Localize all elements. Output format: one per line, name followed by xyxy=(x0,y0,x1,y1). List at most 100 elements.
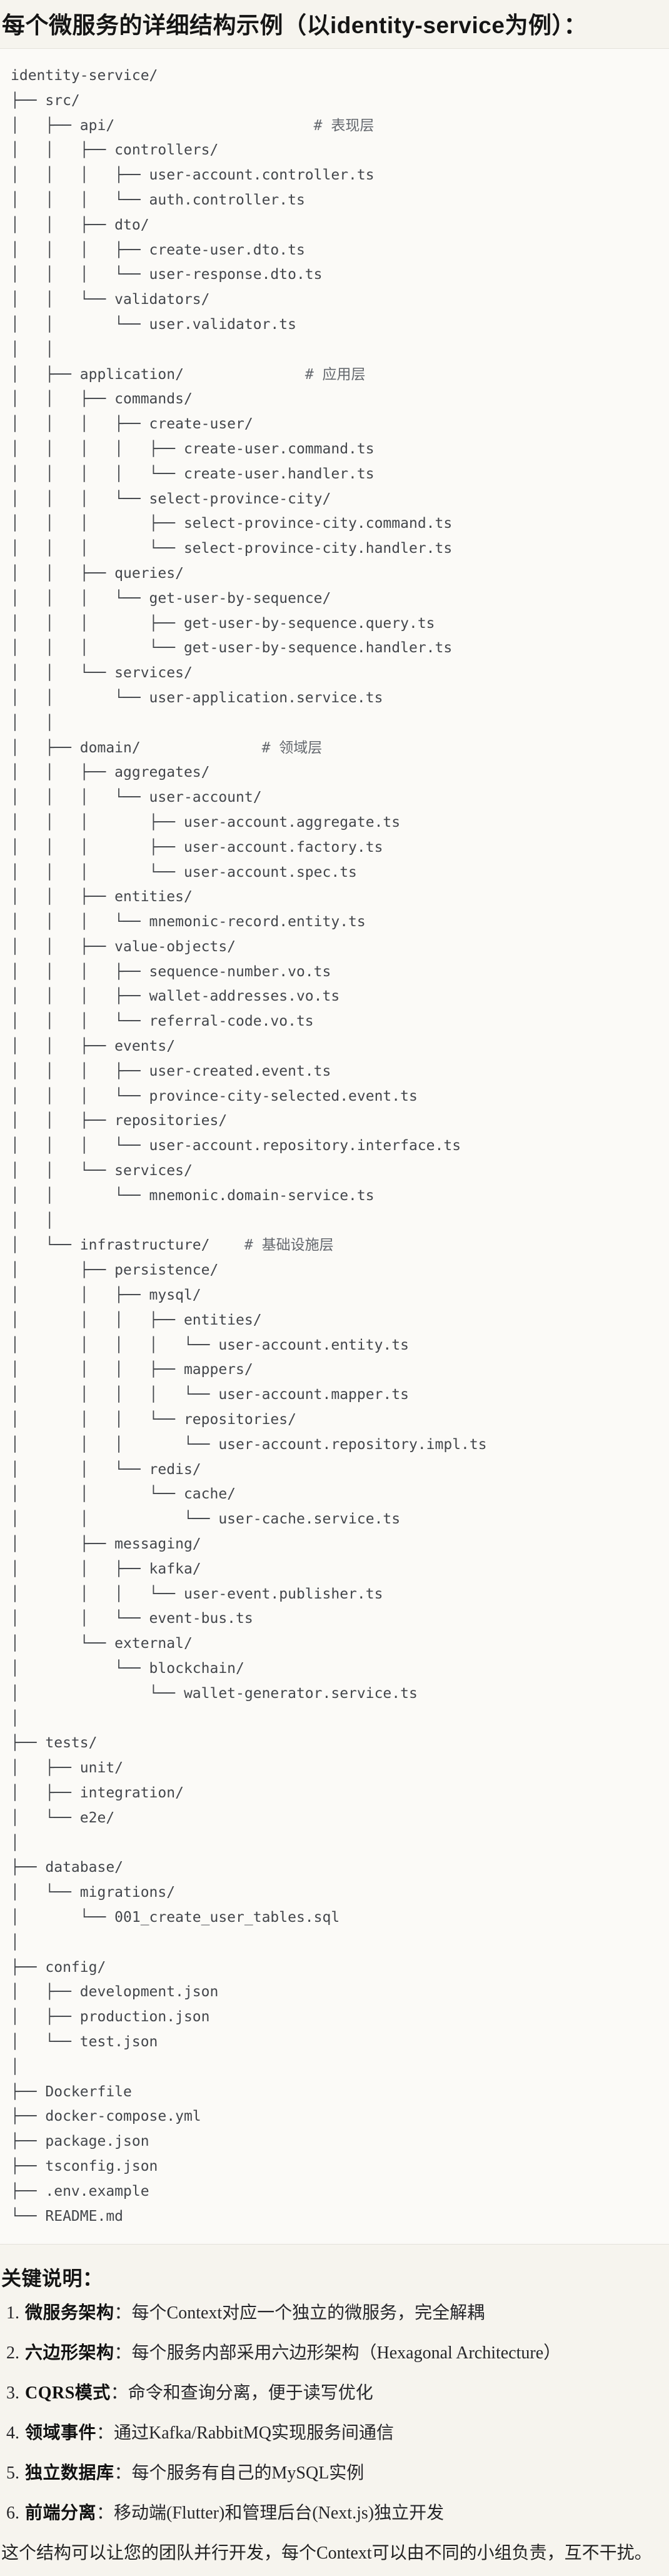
tree-line: │ │ │ └── auth.controller.ts xyxy=(11,191,305,208)
tree-line: │ │ │ └── repositories/ xyxy=(11,1412,296,1428)
tree-line: │ │ │ └── referral-code.vo.ts xyxy=(11,1013,314,1030)
tree-line: │ │ ├── entities/ xyxy=(11,889,193,906)
note-number: 1. xyxy=(6,2303,19,2323)
tree-line: │ │ │ │ └── user-account.entity.ts xyxy=(11,1336,409,1353)
tree-line: │ ├── domain/ # 领域层 xyxy=(11,739,323,756)
tree-line: │ │ │ ├── create-user/ xyxy=(11,416,253,433)
tree-line: │ │ │ ├── user-account.factory.ts xyxy=(11,839,383,856)
tree-line: ├── package.json xyxy=(11,2133,149,2150)
tree-line: │ ├── application/ # 应用层 xyxy=(11,366,366,383)
tree-line: │ │ └── cache/ xyxy=(11,1486,236,1503)
tree-line: │ │ │ ├── user-account.aggregate.ts xyxy=(11,814,401,831)
tree-line: │ │ │ │ ├── create-user.command.ts xyxy=(11,440,375,457)
tree-line: │ └── infrastructure/ # 基础设施层 xyxy=(11,1237,334,1254)
tree-line: │ │ ├── dto/ xyxy=(11,216,149,233)
note-number: 5. xyxy=(6,2463,19,2483)
tree-line: │ │ ├── value-objects/ xyxy=(11,938,236,955)
tree-line: identity-service/ xyxy=(11,68,158,84)
tree-line: │ xyxy=(11,1834,19,1851)
tree-line: │ ├── unit/ xyxy=(11,1760,124,1777)
tree-line: ├── .env.example xyxy=(11,2183,149,2200)
tree-line: ├── tests/ xyxy=(11,1735,98,1752)
tree-line: │ │ ├── aggregates/ xyxy=(11,764,210,781)
note-item: 3. CQRS模式：命令和查询分离，便于读写优化 xyxy=(6,2381,660,2406)
key-notes-section: 关键说明： 1. 微服务架构：每个Context对应一个独立的微服务，完全解耦 2… xyxy=(0,2265,669,2566)
tree-line: │ │ │ └── select-province-city/ xyxy=(11,490,331,507)
tree-line: │ │ └── services/ xyxy=(11,665,193,682)
tree-line: │ └── 001_create_user_tables.sql xyxy=(11,1909,340,1926)
note-number: 6. xyxy=(6,2503,19,2523)
tree-line: │ │ └── validators/ xyxy=(11,291,210,308)
tree-line: │ │ │ ├── user-account.controller.ts xyxy=(11,167,375,184)
tree-line: │ │ xyxy=(11,341,54,358)
tree-line: │ xyxy=(11,1710,19,1727)
tree-line: │ │ │ ├── mappers/ xyxy=(11,1361,253,1378)
note-text: ：命令和查询分离，便于读写优化 xyxy=(110,2383,373,2403)
tree-line: │ │ │ └── user-event.publisher.ts xyxy=(11,1585,383,1602)
tree-line: │ │ ├── events/ xyxy=(11,1038,176,1055)
tree-line: │ ├── development.json xyxy=(11,1984,219,2001)
tree-line: │ │ │ └── select-province-city.handler.t… xyxy=(11,540,453,557)
closing-paragraph: 这个结构可以让您的团队并行开发，每个Context可以由不同的小组负责，互不干扰… xyxy=(1,2543,652,2563)
tree-comment: # 基础设施层 xyxy=(244,1237,334,1254)
tree-line: │ ├── integration/ xyxy=(11,1784,184,1801)
tree-line: │ │ ├── mysql/ xyxy=(11,1287,201,1304)
tree-line: │ ├── persistence/ xyxy=(11,1262,219,1279)
tree-line: │ │ ├── queries/ xyxy=(11,565,184,582)
page-title: 每个微服务的详细结构示例（以identity-service为例）： xyxy=(2,13,587,38)
tree-line: │ │ │ └── user-account.repository.interf… xyxy=(11,1138,461,1154)
note-text: ：每个Context对应一个独立的微服务，完全解耦 xyxy=(114,2303,485,2323)
note-term: CQRS模式 xyxy=(25,2383,111,2403)
tree-line: │ │ │ ├── create-user.dto.ts xyxy=(11,241,305,258)
tree-line: └── README.md xyxy=(11,2208,124,2225)
tree-line: │ ├── messaging/ xyxy=(11,1536,201,1553)
tree-line: ├── Dockerfile xyxy=(11,2083,132,2100)
tree-line: │ │ │ │ └── create-user.handler.ts xyxy=(11,465,375,482)
tree-line: │ │ ├── repositories/ xyxy=(11,1113,228,1129)
note-term: 六边形架构 xyxy=(25,2343,114,2363)
tree-line: │ └── test.json xyxy=(11,2033,158,2050)
tree-line: │ │ │ ├── user-created.event.ts xyxy=(11,1063,331,1079)
tree-line: │ xyxy=(11,2058,19,2075)
tree-line: │ │ └── user.validator.ts xyxy=(11,316,296,333)
note-item: 5. 独立数据库：每个服务有自己的MySQL实例 xyxy=(6,2461,660,2486)
tree-line: │ │ │ └── user-account.repository.impl.t… xyxy=(11,1436,487,1453)
tree-line: │ xyxy=(11,1934,19,1951)
tree-comment: # 应用层 xyxy=(304,366,366,383)
tree-line: │ │ └── services/ xyxy=(11,1163,193,1179)
tree-line: │ │ │ └── province-city-selected.event.t… xyxy=(11,1088,418,1104)
note-item: 2.六边形架构：每个服务内部采用六边形架构（Hexagonal Architec… xyxy=(6,2341,660,2366)
tree-line: ├── tsconfig.json xyxy=(11,2158,158,2174)
note-number: 2. xyxy=(6,2343,19,2363)
tree-line: │ │ │ └── get-user-by-sequence/ xyxy=(11,590,331,607)
tree-line: ├── config/ xyxy=(11,1959,106,1976)
note-number: 4. xyxy=(6,2423,19,2443)
tree-comment: # 领域层 xyxy=(261,739,323,756)
tree-line: │ │ ├── commands/ xyxy=(11,391,193,408)
tree-comment: # 表现层 xyxy=(313,117,375,134)
tree-line: │ └── e2e/ xyxy=(11,1809,115,1826)
tree-line: │ │ │ │ └── user-account.mapper.ts xyxy=(11,1386,409,1403)
tree-line: │ │ │ └── user-response.dto.ts xyxy=(11,266,323,283)
tree-line: │ └── wallet-generator.service.ts xyxy=(11,1685,418,1702)
tree-line: │ │ │ └── get-user-by-sequence.handler.t… xyxy=(11,640,453,657)
tree-line: │ └── migrations/ xyxy=(11,1884,176,1901)
tree-line: │ │ xyxy=(11,1212,54,1229)
key-notes-heading: 关键说明： xyxy=(1,2267,103,2290)
note-term: 微服务架构 xyxy=(25,2303,114,2323)
note-text: ：每个服务有自己的MySQL实例 xyxy=(114,2463,365,2483)
tree-line: │ │ ├── kafka/ xyxy=(11,1560,201,1577)
tree-line: │ │ └── user-cache.service.ts xyxy=(11,1511,401,1528)
tree-line: │ │ └── redis/ xyxy=(11,1461,201,1478)
tree-line: ├── docker-compose.yml xyxy=(11,2108,201,2125)
tree-line: │ │ │ ├── entities/ xyxy=(11,1311,262,1328)
tree-line: │ │ │ ├── select-province-city.command.t… xyxy=(11,515,453,532)
note-number: 3. xyxy=(6,2383,19,2403)
tree-line: │ │ xyxy=(11,714,54,731)
note-item: 1. 微服务架构：每个Context对应一个独立的微服务，完全解耦 xyxy=(6,2301,660,2326)
note-term: 领域事件 xyxy=(25,2423,97,2443)
note-text: ：通过Kafka/RabbitMQ实现服务间通信 xyxy=(96,2423,394,2443)
tree-line: │ │ │ ├── sequence-number.vo.ts xyxy=(11,963,331,980)
note-term: 独立数据库 xyxy=(25,2463,114,2483)
